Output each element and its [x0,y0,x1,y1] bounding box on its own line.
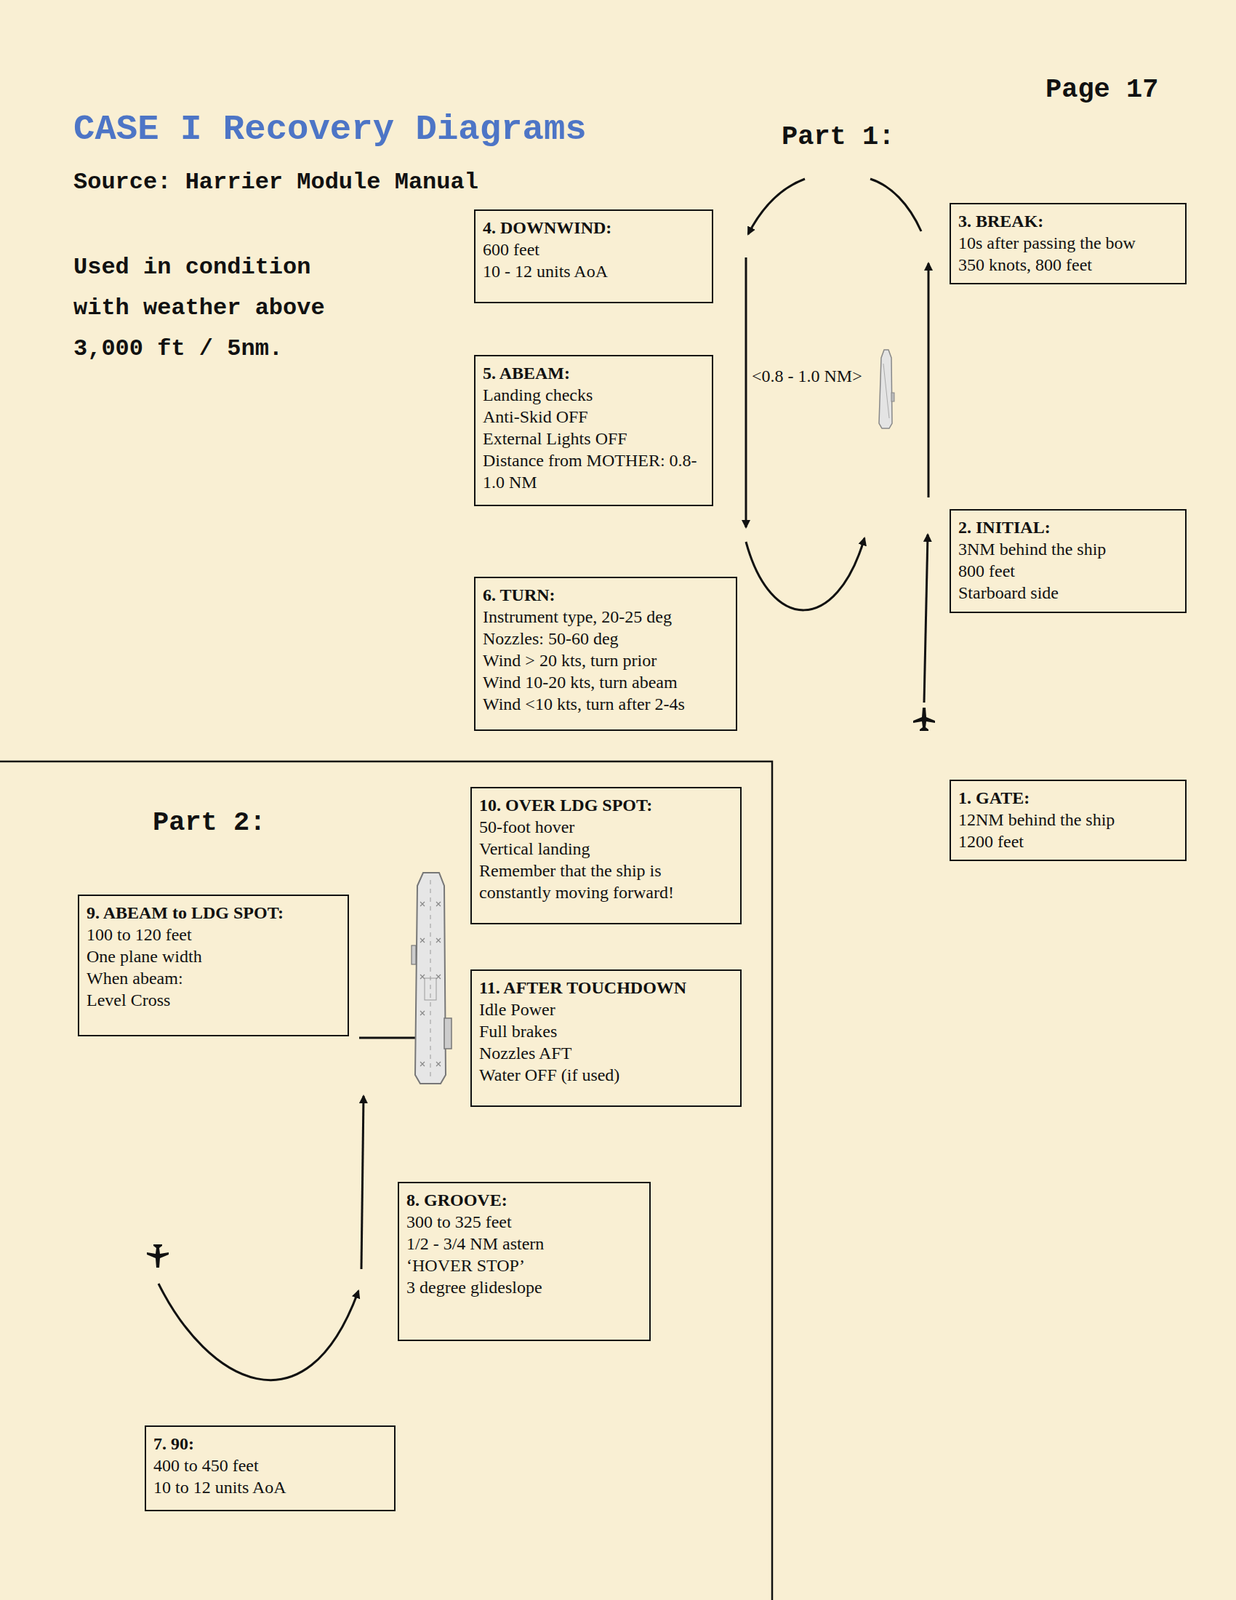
step-detail: 1200 feet [958,830,1178,853]
step-detail: 3 degree glideslope [406,1275,642,1298]
step-heading: 2. INITIAL: [958,516,1178,539]
step-heading: 3. BREAK: [958,210,1178,232]
step-box: 4. DOWNWIND:600 feet10 - 12 units AoA [474,209,714,304]
initial-arrow [927,263,930,498]
step-heading: 7. 90: [153,1432,387,1455]
pattern-arrows [158,1037,429,1380]
pattern-arrows [745,178,929,703]
step-detail: Wind > 20 kts, turn prior [482,649,729,672]
step-detail: Anti-Skid OFF [482,405,705,428]
step-heading: 6. TURN: [482,583,729,606]
step-detail: 1/2 - 3/4 NM astern [406,1232,642,1255]
step-detail: One plane width [86,945,341,967]
part-heading: Part 2: [152,807,266,838]
step-detail: Water OFF (if used) [479,1063,733,1086]
break-arc [748,178,805,235]
step-detail: 400 to 450 feet [153,1454,387,1476]
ship-large [411,872,452,1084]
step-detail: Wind <10 kts, turn after 2-4s [482,692,729,715]
step-detail: 10 to 12 units AoA [153,1475,387,1498]
step-detail: When abeam: [86,966,341,989]
condition-note: Used in condition with weather above 3,0… [73,247,379,370]
step-detail: Wind 10-20 kts, turn abeam [482,671,729,693]
step-box: 8. GROOVE:300 to 325 feet1/2 - 3/4 NM as… [397,1181,651,1341]
ninety-arc [158,1283,359,1380]
plane-icon [913,707,935,731]
step-heading: 5. ABEAM: [482,362,705,384]
step-detail: 12NM behind the ship [958,808,1178,831]
step-detail: Landing checks [482,383,705,406]
step-box: 7. 90:400 to 450 feet10 to 12 units AoA [144,1425,396,1511]
step-detail: ‘HOVER STOP’ [406,1254,642,1276]
step-box: 5. ABEAM:Landing checksAnti-Skid OFFExte… [474,354,714,507]
step-box: 3. BREAK:10s after passing the bow350 kn… [949,202,1187,285]
step-heading: 10. OVER LDG SPOT: [479,793,733,816]
step-detail: 300 to 325 feet [406,1210,642,1233]
page-number: Page 17 [1045,74,1159,105]
page-title: CASE I Recovery Diagrams [73,109,587,150]
step-heading: 1. GATE: [958,786,1178,809]
step-detail: Instrument type, 20-25 deg [482,605,729,628]
break-arc [870,178,922,232]
step-box: 6. TURN:Instrument type, 20-25 degNozzle… [474,576,738,731]
step-box: 11. AFTER TOUCHDOWNIdle PowerFull brakes… [470,969,742,1107]
ship-small [879,349,895,429]
step-detail: Distance from MOTHER: 0.8-1.0 NM [482,449,705,493]
step-detail: Remember that the ship is constantly mov… [479,859,733,904]
step-detail: 50-foot hover [479,815,733,838]
step-heading: 9. ABEAM to LDG SPOT: [86,901,341,924]
groove-arrow [361,1095,364,1269]
step-box: 1. GATE:12NM behind the ship1200 feet [949,779,1187,861]
step-detail: External Lights OFF [482,427,705,450]
plane-icon [146,1243,169,1268]
step-detail: 350 knots, 800 feet [958,253,1178,276]
step-detail: Starboard side [958,581,1178,604]
turn-arc [745,538,865,611]
distance-label: <0.8 - 1.0 NM> [751,364,863,387]
part-frame [0,761,773,1600]
step-box: 9. ABEAM to LDG SPOT:100 to 120 feetOne … [77,894,349,1037]
step-detail: Idle Power [479,998,733,1021]
step-detail: Level Cross [86,988,341,1011]
step-box: 2. INITIAL:3NM behind the ship800 feetSt… [949,508,1187,613]
step-heading: 4. DOWNWIND: [482,216,705,239]
downwind-arrow [745,257,748,528]
step-detail: 3NM behind the ship [958,538,1178,560]
step-heading: 11. AFTER TOUCHDOWN [479,976,733,999]
step-detail: 600 feet [482,238,705,261]
step-detail: Nozzles AFT [479,1041,733,1064]
part-heading: Part 1: [781,121,895,152]
step-detail: Vertical landing [479,837,733,860]
step-detail: Full brakes [479,1020,733,1042]
step-detail: 10 - 12 units AoA [482,260,705,283]
step-detail: Nozzles: 50-60 deg [482,627,729,650]
source-note: Source: Harrier Module Manual [73,167,479,198]
step-heading: 8. GROOVE: [406,1188,642,1211]
gate-arrow [924,534,928,703]
step-detail: 800 feet [958,559,1178,582]
step-detail: 100 to 120 feet [86,923,341,946]
step-detail: 10s after passing the bow [958,231,1178,254]
step-box: 10. OVER LDG SPOT:50-foot hoverVertical … [470,786,742,925]
